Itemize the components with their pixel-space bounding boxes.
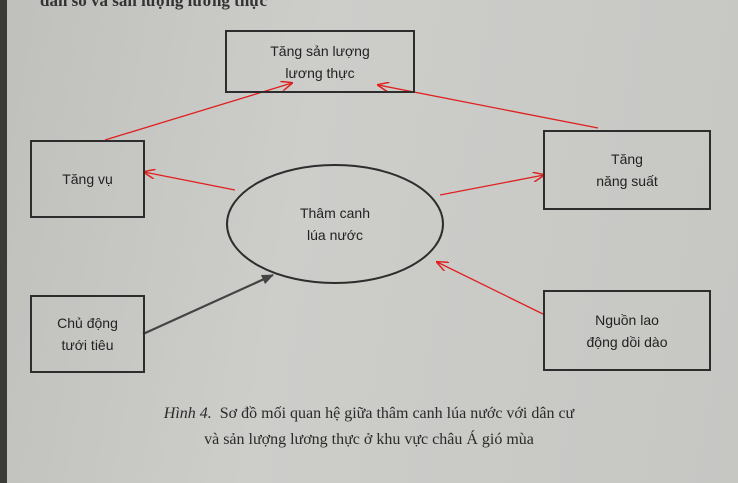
node-text: Tăng [611, 151, 643, 167]
node-text: động dồi dào [586, 333, 668, 350]
arrow-center-to-tang-vu [144, 172, 236, 191]
node-text: lúa nước [307, 227, 363, 243]
node-text: Nguồn lao [595, 311, 659, 328]
caption-text: Sơ đồ mối quan hệ giữa thâm canh lúa nướ… [219, 405, 575, 422]
figure-caption-line2: và sản lượng lương thực ở khu vực châu Á… [204, 431, 534, 448]
node-tham-canh: Thâm canh lúa nước [227, 165, 443, 283]
node-text: Tăng vụ [62, 171, 113, 187]
node-tang-vu: Tăng vụ [30, 140, 145, 218]
node-text: Tăng sản lượng [270, 42, 370, 59]
node-text: Thâm canh [299, 205, 371, 221]
cut-off-header-text: dân số và sản lượng lương thực [40, 0, 268, 10]
center-ellipse [226, 164, 444, 284]
arrow-tuoi-tieu-to-center [142, 273, 274, 336]
node-text: tưới tiêu [61, 337, 114, 353]
node-text: Chủ động [57, 315, 118, 331]
figure-label: Hình 4. [163, 405, 212, 422]
page-edge-shadow [0, 0, 7, 483]
node-text: lương thực [285, 64, 355, 81]
figure-caption-line1: Hình 4. Sơ đồ mối quan hệ giữa thâm canh… [0, 405, 738, 423]
node-text: năng suất [596, 173, 658, 189]
arrow-lao-dong-to-center [437, 262, 546, 316]
node-chu-dong-tuoi-tieu: Chủ động tưới tiêu [30, 295, 145, 373]
arrow-center-to-nang-suat [439, 175, 544, 196]
node-tang-nang-suat: Tăng năng suất [543, 130, 711, 210]
node-nguon-lao-dong: Nguồn lao động dồi dào [543, 290, 711, 371]
node-tang-san-luong: Tăng sản lượng lương thực [225, 30, 415, 93]
